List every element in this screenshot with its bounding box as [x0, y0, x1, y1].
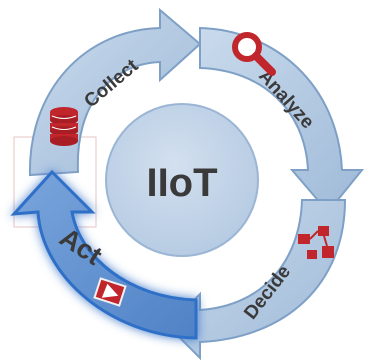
database-icon: [50, 107, 78, 146]
analyze-arrow: [199, 26, 365, 214]
play-button-icon: [93, 277, 127, 307]
act-arrow: [10, 169, 198, 340]
center-circle: [105, 103, 259, 257]
center-label: IIoT: [146, 161, 217, 205]
magnifier-icon: [232, 32, 276, 76]
flowchart-icon: [298, 226, 334, 259]
act-stage: [10, 169, 198, 340]
